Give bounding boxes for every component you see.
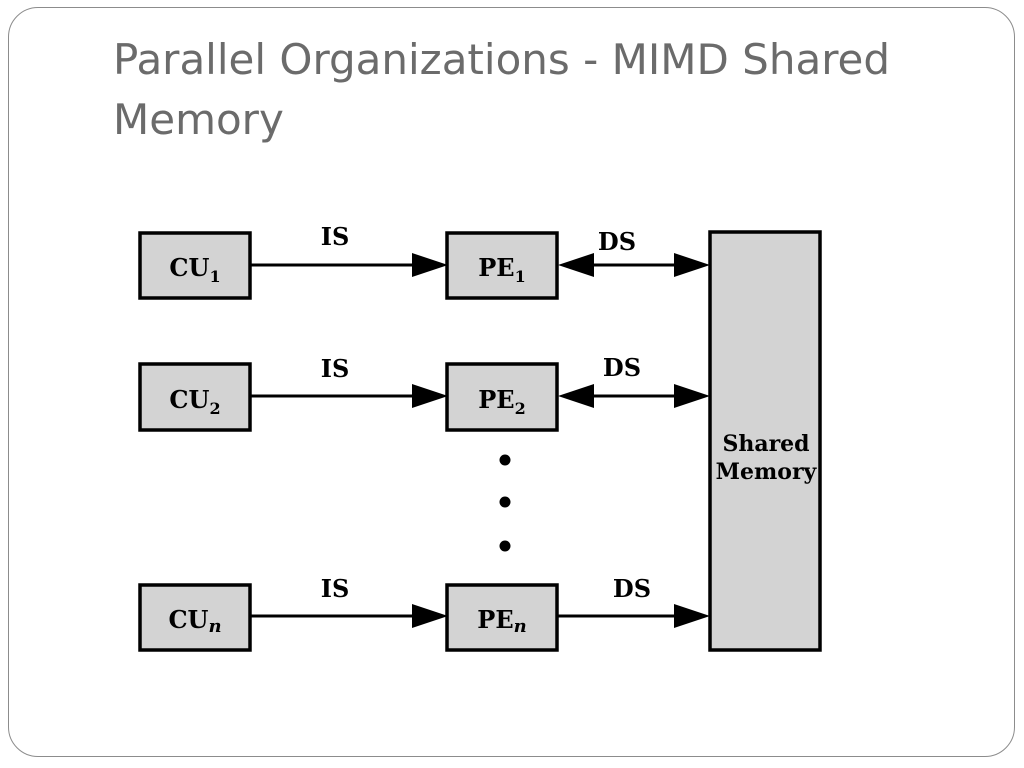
is-arrow-1 (412, 253, 448, 277)
ds-label-1: DS (598, 227, 636, 256)
is-arrow-n (412, 604, 448, 628)
row-2: CU2 IS PE2 DS (138, 353, 710, 432)
is-label-1: IS (321, 222, 350, 251)
ellipsis-dot-1 (499, 454, 511, 466)
row-1: CU1 IS PE1 DS (138, 222, 710, 300)
shared-memory-box (708, 230, 822, 652)
cu-2-box (138, 362, 252, 432)
cu-1-label: CU1 (169, 253, 220, 286)
pe-1-box (445, 231, 559, 300)
is-arrow-2 (412, 384, 448, 408)
pe-2-label: PE2 (478, 385, 525, 418)
ds-arrow-right-n (674, 604, 710, 628)
cu-n-label: CUn (168, 605, 221, 637)
ds-arrow-left-1 (558, 253, 594, 277)
pe-n-label: PEn (477, 605, 526, 637)
cu-2-label: CU2 (169, 385, 220, 418)
pe-2-box (445, 362, 559, 432)
ds-label-n: DS (613, 574, 651, 603)
ds-arrow-left-2 (558, 384, 594, 408)
shared-memory-label-line1: Shared (722, 431, 809, 457)
ellipsis-dot-2 (499, 496, 511, 508)
is-label-n: IS (321, 574, 350, 603)
pe-n-box (445, 583, 559, 652)
pe-1-label: PE1 (478, 253, 525, 286)
shared-memory-label-line2: Memory (716, 459, 818, 485)
ds-arrow-right-2 (674, 384, 710, 408)
ds-label-2: DS (603, 353, 641, 382)
ellipsis-dot-3 (499, 540, 511, 552)
ds-arrow-right-1 (674, 253, 710, 277)
cu-n-box (138, 583, 252, 652)
slide-title: Parallel Organizations - MIMD Shared Mem… (113, 35, 891, 144)
is-label-2: IS (321, 354, 350, 383)
row-n: CUn IS PEn DS (138, 574, 710, 652)
